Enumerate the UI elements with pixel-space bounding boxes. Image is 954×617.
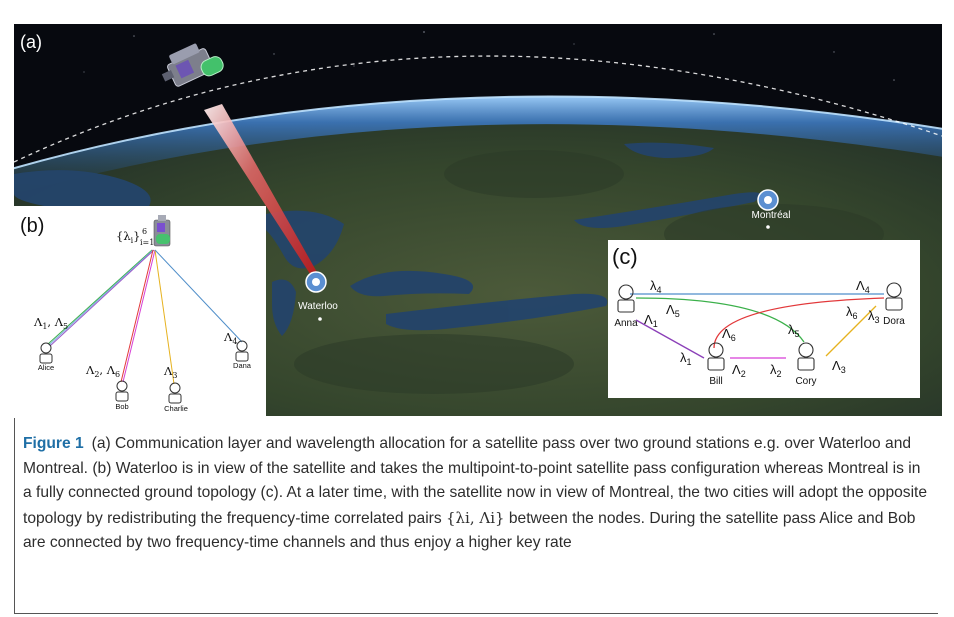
person-icon-cory xyxy=(797,342,815,371)
node-label-alice: Alice xyxy=(38,363,54,372)
link-anna-cory xyxy=(635,297,805,343)
city-label-montreal: Montréal xyxy=(752,210,791,221)
panel-c-label: (c) xyxy=(612,244,638,269)
city-label-waterloo: Waterloo xyxy=(298,301,338,312)
panel-a-label: (a) xyxy=(20,32,42,52)
satellite xyxy=(161,43,224,87)
person-icon-bob xyxy=(115,380,129,402)
caption-body-2: between the nodes. During the satellite … xyxy=(23,509,916,552)
panel-b-label: (b) xyxy=(20,215,44,237)
link-label-Lambda5: Λ5 xyxy=(666,302,680,319)
panel-b-satellite-icon xyxy=(153,215,171,247)
figure-1: Waterloo Montréal (a) (b) {λi} 6 i=1 xyxy=(14,24,942,416)
link-bill-dora xyxy=(713,297,885,349)
caption-body-1: (a) Communication layer and wavelength a… xyxy=(23,435,928,527)
person-icon-alice xyxy=(39,342,53,364)
panel-c-links xyxy=(630,293,885,359)
panel-b-label-superscript: 6 xyxy=(142,227,147,236)
panel-b-label-subscript: i=1 xyxy=(140,238,154,247)
panel-b-channel-bob: Λ2, Λ6 xyxy=(85,363,120,379)
link-alice-purple xyxy=(49,249,155,347)
figure-graphic: Waterloo Montréal (a) (b) {λi} 6 i=1 xyxy=(14,24,942,416)
link-label-lambda2: λ2 xyxy=(770,362,782,379)
node-label-dana: Dana xyxy=(233,361,252,370)
node-label-dora: Dora xyxy=(883,316,905,327)
person-icon-anna xyxy=(617,284,635,313)
person-icon-charlie xyxy=(168,382,182,404)
panel-b-channel-dana: Λ4 xyxy=(223,330,237,346)
panel-b-links xyxy=(47,249,243,385)
person-icon-dora xyxy=(885,282,903,311)
node-label-cory: Cory xyxy=(795,376,816,387)
person-icon-bill xyxy=(707,342,725,371)
link-label-Lambda4: Λ4 xyxy=(856,278,870,295)
link-anna-bill xyxy=(635,319,705,359)
link-alice-green xyxy=(47,249,153,345)
link-cory-dora xyxy=(825,305,877,357)
link-charlie-yellow xyxy=(154,249,175,385)
satellite-orbit xyxy=(14,55,942,163)
link-label-lambda5: λ5 xyxy=(788,322,800,339)
lakes xyxy=(14,142,761,377)
link-dana-blue xyxy=(154,249,243,343)
node-label-anna: Anna xyxy=(614,318,638,329)
panel-b-channel-alice: Λ1, Λ5 xyxy=(33,315,68,331)
link-label-Lambda1: Λ1 xyxy=(644,312,658,329)
node-label-bill: Bill xyxy=(709,376,722,387)
downlink-beam xyxy=(204,104,318,277)
atmosphere-glow xyxy=(14,96,942,195)
link-alice-blue xyxy=(48,249,154,346)
node-label-charlie: Charlie xyxy=(164,404,188,413)
link-label-lambda4: λ4 xyxy=(650,278,662,295)
node-label-bob: Bob xyxy=(115,402,128,411)
caption-figure-label: Figure 1 xyxy=(23,435,84,452)
panel-b-channel-charlie: Λ3 xyxy=(163,364,177,380)
person-icon-dana xyxy=(235,340,249,362)
link-label-Lambda6: Λ6 xyxy=(722,326,736,343)
link-label-Lambda3: Λ3 xyxy=(832,358,846,375)
figure-caption: Figure 1(a) Communication layer and wave… xyxy=(14,418,938,614)
city-marker-waterloo[interactable]: Waterloo xyxy=(298,271,338,321)
link-bob-magenta xyxy=(122,249,156,383)
link-label-lambda6: λ6 xyxy=(846,304,858,321)
link-bob-red xyxy=(120,249,154,383)
link-label-Lambda2: Λ2 xyxy=(732,362,746,379)
panel-c-background xyxy=(608,240,920,398)
link-label-lambda1: λ1 xyxy=(680,350,692,367)
panel-c: (c) Anna Bill Cory Do xyxy=(608,240,920,398)
link-label-lambda3: λ3 xyxy=(868,308,880,325)
panel-b-satellite-label: {λi} xyxy=(116,229,141,245)
panel-b: (b) {λi} 6 i=1 Λ1, Λ5 Λ2, Λ6 Λ3 Λ4 xyxy=(14,206,266,416)
caption-text: Figure 1(a) Communication layer and wave… xyxy=(23,432,930,556)
city-marker-montreal[interactable]: Montréal xyxy=(752,189,791,229)
horizon-line xyxy=(14,95,942,170)
caption-math: {λi, Λi} xyxy=(445,508,505,527)
stars xyxy=(83,31,895,81)
